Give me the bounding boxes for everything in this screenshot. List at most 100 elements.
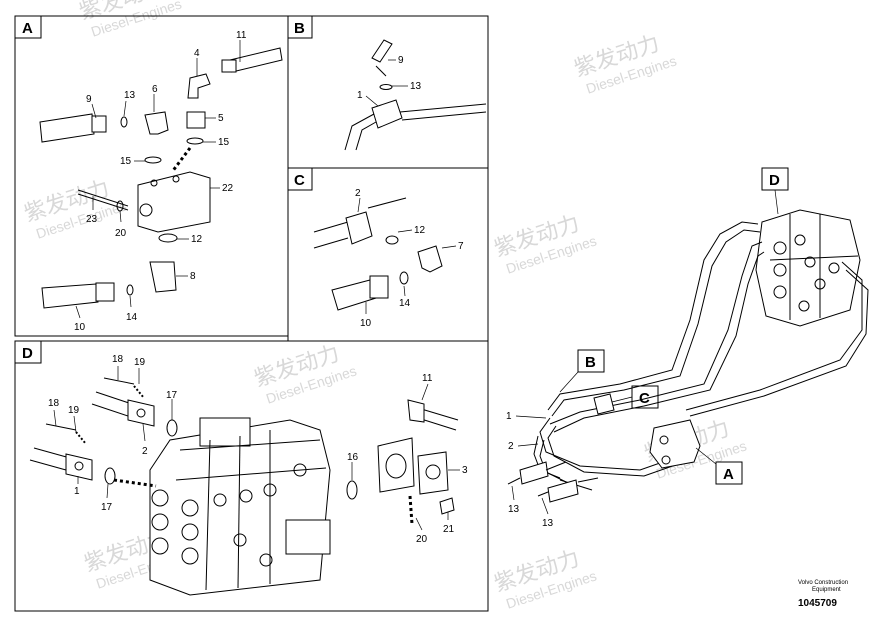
callout-label: 8 bbox=[190, 271, 196, 282]
tube-c-3 bbox=[367, 197, 407, 209]
hose-10-c-nut bbox=[369, 275, 389, 299]
valve-section bbox=[285, 519, 331, 555]
flange-1 bbox=[65, 453, 93, 481]
panel-d-letter-box bbox=[14, 340, 42, 364]
hose-upper-edge bbox=[91, 403, 129, 417]
callout-label: 13 bbox=[508, 504, 520, 515]
callout-label: 22 bbox=[222, 183, 234, 194]
callouts-d: 18 19 17 18 19 2 1 17 11 16 3 20 21 bbox=[48, 354, 468, 545]
elbow-8 bbox=[149, 261, 177, 293]
oring-13-b bbox=[379, 84, 393, 90]
overview-assembly: D B C A 1 2 13 13 bbox=[506, 167, 869, 529]
callout-label: 16 bbox=[347, 452, 359, 463]
panel-a: A 11 4 9 bbox=[14, 15, 289, 337]
tee-2-c bbox=[345, 211, 373, 245]
tube-run-3 bbox=[549, 241, 763, 425]
oring-12-c bbox=[385, 235, 399, 245]
panel-c: C 2 12 7 14 10 bbox=[287, 167, 489, 342]
oring-17-upper bbox=[166, 419, 178, 437]
overview-tag-a-letter: A bbox=[723, 466, 734, 483]
hose-11-end bbox=[221, 59, 237, 73]
callout-label: 15 bbox=[218, 137, 230, 148]
callout-label: 10 bbox=[74, 322, 86, 333]
panel-b-frame bbox=[287, 15, 489, 169]
overview-tag-c-letter: C bbox=[639, 390, 650, 407]
callout-label: 13 bbox=[542, 518, 554, 529]
watermark: 紫发动力 Diesel-Engines bbox=[251, 340, 359, 407]
watermark: 紫发动力 Diesel-Engines bbox=[76, 0, 184, 40]
hose-9-nut bbox=[91, 115, 107, 133]
callout-label: 13 bbox=[410, 81, 422, 92]
tube-c-1 bbox=[313, 221, 349, 233]
hose-10-nut bbox=[95, 282, 115, 302]
tube-b-2 bbox=[355, 121, 377, 151]
bolt-23-edge bbox=[77, 193, 129, 211]
tee-1-b bbox=[371, 99, 403, 129]
callout-label: 5 bbox=[218, 113, 224, 124]
overview-block-a bbox=[649, 419, 701, 469]
valve-block-22 bbox=[137, 171, 211, 233]
tube-run-7 bbox=[539, 417, 681, 471]
callout-label: 18 bbox=[48, 398, 60, 409]
callout-label: 2 bbox=[142, 446, 148, 457]
callout-label: 2 bbox=[355, 188, 361, 199]
panel-a-letter-box bbox=[14, 15, 42, 39]
oring-13 bbox=[120, 116, 128, 128]
hose-lower bbox=[33, 447, 71, 459]
bolt-18-lower bbox=[45, 423, 77, 431]
callout-label: 7 bbox=[458, 241, 464, 252]
watermark: 紫发动力 Diesel-Engines bbox=[571, 30, 679, 97]
tube-run-1 bbox=[547, 221, 759, 411]
callout-label: 11 bbox=[236, 30, 247, 41]
callout-label: 20 bbox=[416, 534, 428, 545]
hose-9-b-tail bbox=[375, 65, 387, 77]
callout-label: 19 bbox=[68, 405, 80, 416]
footer: Volvo Construction Equipment 1045709 bbox=[798, 580, 848, 609]
callout-label: 20 bbox=[115, 228, 127, 239]
callout-label: 1 bbox=[357, 90, 363, 101]
dash-link-d2 bbox=[408, 495, 414, 525]
block-port bbox=[139, 203, 153, 217]
callouts-b: 9 13 1 bbox=[357, 55, 422, 107]
oring-15b bbox=[186, 137, 204, 145]
adapter-3 bbox=[377, 437, 415, 493]
callout-label: 19 bbox=[134, 357, 146, 368]
overview-tag-a bbox=[715, 461, 743, 485]
oring-16 bbox=[346, 480, 358, 500]
control-valve bbox=[149, 417, 331, 596]
hose-upper bbox=[95, 391, 133, 405]
tube-b-4 bbox=[401, 111, 487, 121]
oring-14 bbox=[126, 284, 134, 296]
hose-9 bbox=[39, 113, 95, 143]
overview-tag-b-letter: B bbox=[585, 354, 596, 371]
callout-label: 14 bbox=[126, 312, 138, 323]
hose-10-c bbox=[331, 279, 377, 311]
hose-lower-edge bbox=[29, 459, 67, 471]
tube-b-1 bbox=[344, 113, 375, 151]
elbow-6 bbox=[144, 111, 169, 135]
callouts-a: 11 4 9 13 6 5 15 15 22 23 20 12 8 bbox=[74, 30, 247, 333]
panel-d-frame bbox=[14, 340, 489, 612]
oring-12 bbox=[158, 233, 178, 243]
tube-b-3 bbox=[399, 103, 487, 113]
panel-b: B 9 13 1 bbox=[287, 15, 489, 169]
callout-label: 17 bbox=[166, 390, 178, 401]
panel-c-letter-box bbox=[287, 167, 313, 191]
hose-11-d bbox=[417, 407, 459, 421]
callout-label: 23 bbox=[86, 214, 98, 225]
hose-10 bbox=[41, 283, 99, 309]
tube-run-6 bbox=[689, 269, 869, 417]
panel-d: D bbox=[14, 340, 489, 612]
callouts-c: 2 12 7 14 10 bbox=[355, 188, 464, 329]
callout-label: 11 bbox=[422, 373, 433, 384]
bolt-23 bbox=[77, 189, 129, 207]
elbow-4 bbox=[187, 73, 211, 99]
tube-c-2 bbox=[313, 237, 349, 249]
hose-11 bbox=[229, 47, 283, 73]
callout-label: 2 bbox=[508, 441, 514, 452]
credit-line-2: Equipment bbox=[812, 587, 841, 593]
overview-hose-end-1 bbox=[519, 461, 549, 485]
flange-2 bbox=[127, 399, 155, 427]
callout-label: 6 bbox=[152, 84, 158, 95]
